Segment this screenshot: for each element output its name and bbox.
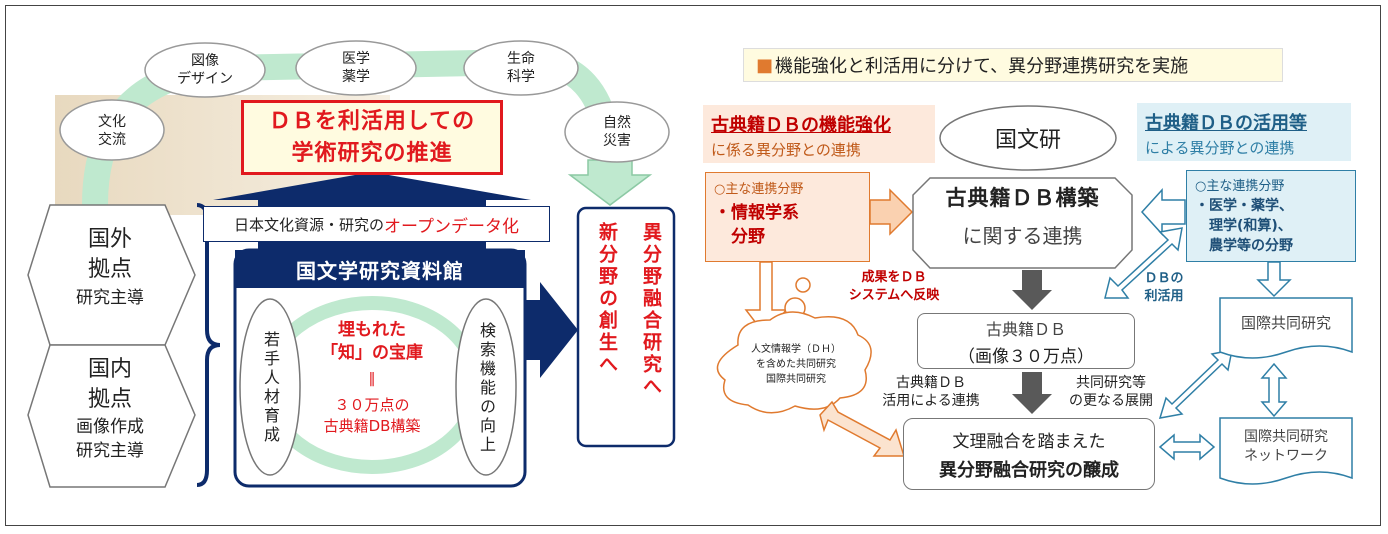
- circle-medicine: [295, 40, 417, 96]
- medicine-fields-box: ○主な連携分野 ・医学・薬学、 理学(和算)、 農学等の分野: [1186, 170, 1356, 262]
- headline-box: ＤＢを利活用しての 学術研究の推進: [241, 100, 503, 175]
- db-box: 古典籍ＤＢ （画像３０万点）: [917, 313, 1135, 369]
- blue-horizontal-double-arrow: [1158, 433, 1216, 461]
- brace: [196, 203, 221, 487]
- circle-culture: [59, 99, 165, 161]
- dh-cloud-label: 人文情報学（ＤＨ） を含めた共同研究 国際共同研究: [751, 343, 841, 385]
- medicine-fields-label: ○主な連携分野: [1195, 179, 1285, 194]
- hex-overseas-line2: 拠点: [87, 257, 132, 282]
- circle-life: [463, 40, 579, 96]
- nijl-label: 国文研: [994, 128, 1061, 153]
- circle-disaster: [564, 101, 670, 163]
- strengthen-sub: に係る異分野との連携: [711, 141, 861, 159]
- db-box-line1: 古典籍ＤＢ: [985, 319, 1066, 339]
- dh-cloud: [716, 311, 872, 414]
- results-col1: 新分野の創生へ: [596, 222, 618, 376]
- db-use-label: ＤＢの 利活用: [1144, 271, 1184, 304]
- right-arrow: [520, 282, 578, 378]
- nijl-oval: [939, 105, 1117, 171]
- open-data-box: 日本文化資源・研究のオープンデータ化: [203, 206, 550, 242]
- banner: ■ 機能強化と利活用に分けて、異分野連携研究を実施: [743, 48, 1283, 82]
- treasure-eq: ‖: [368, 371, 376, 387]
- intl-network-doc: [1219, 417, 1353, 485]
- blue-diagonal-arrow-2: [1158, 349, 1233, 419]
- circle-culture-label: 文化 交流: [98, 114, 126, 148]
- left-oval-label: 若手人材育成: [261, 331, 280, 445]
- thought-bubble-small: [795, 277, 811, 293]
- open-data-highlight: オープンデータ化: [384, 216, 519, 237]
- institute-header: [235, 250, 525, 288]
- db-box-line2: （画像３０万点）: [958, 346, 1094, 367]
- circle-medicine-label: 医学 薬学: [342, 51, 370, 85]
- intl-research-label: 国際共同研究: [1240, 313, 1331, 332]
- db-build-box: [912, 177, 1133, 269]
- hex-domestic-line3: 画像作成 研究主導: [76, 417, 144, 461]
- db-build-text: 古典籍ＤＢ構築 に関する連携: [913, 182, 1132, 249]
- intl-network-label: 国際共同研究 ネットワーク: [1244, 429, 1328, 464]
- orange-right-arrow: [869, 188, 914, 236]
- hex-overseas-line3: 研究主導: [76, 288, 144, 308]
- right-oval: [455, 298, 517, 476]
- strengthen-title: 古典籍ＤＢの機能強化: [711, 115, 891, 136]
- hexagon-domestic: [27, 344, 196, 488]
- db-build-title: 古典籍ＤＢ構築: [945, 186, 1100, 210]
- reflect-label: 成果をＤＢ システムへ反映: [848, 270, 940, 303]
- strengthen-box: 古典籍ＤＢの機能強化 に係る異分野との連携: [703, 105, 935, 163]
- results-col2: 異分野融合研究へ: [640, 222, 662, 398]
- circle-life-label: 生命 科学: [507, 51, 535, 85]
- left-oval: [239, 298, 301, 476]
- banner-text: 機能強化と利活用に分けて、異分野連携研究を実施: [775, 56, 1189, 77]
- gray-arrow-1: [1012, 270, 1052, 310]
- blue-vertical-double-arrow: [1260, 362, 1288, 418]
- gray-arrow-2: [1012, 372, 1052, 414]
- hex-overseas-line1: 国外: [87, 227, 132, 252]
- institute-title: 国文学研究資料館: [296, 258, 464, 283]
- db-linked-label: 古典籍ＤＢ 活用による連携: [882, 375, 980, 409]
- utilize-sub: による異分野との連携: [1145, 139, 1295, 157]
- treasure-sub: ３０万点の 古典籍DB構築: [323, 396, 421, 435]
- fusion-line1: 文理融合を踏まえた: [952, 431, 1106, 452]
- info-fields-label: ○主な連携分野: [714, 182, 804, 197]
- blue-down-arrow: [1256, 261, 1292, 298]
- fusion-box: 文理融合を踏まえた 異分野融合研究の醸成: [903, 418, 1155, 490]
- joint-research-label: 共同研究等 の更なる展開: [1069, 375, 1153, 409]
- results-box: [576, 206, 676, 448]
- hex-domestic-text: 国内 拠点 画像作成 研究主導: [50, 355, 170, 463]
- circle-design-label: 図像 デザイン: [177, 53, 233, 87]
- arc-down-arrow: [567, 159, 653, 206]
- treasure-main: 埋もれた 「知」の宝庫: [321, 320, 423, 363]
- hex-domestic-line2: 拠点: [87, 387, 132, 412]
- blue-left-arrow: [1140, 188, 1186, 236]
- hex-domestic-line1: 国内: [87, 357, 132, 382]
- blue-diagonal-arrow: [1104, 227, 1183, 299]
- utilize-box: 古典籍ＤＢの活用等 による異分野との連携: [1137, 103, 1351, 161]
- open-data-prefix: 日本文化資源・研究の: [234, 215, 385, 234]
- circle-disaster-label: 自然 災害: [603, 115, 631, 149]
- hex-overseas-text: 国外 拠点 研究主導: [50, 225, 170, 311]
- info-fields-value: ・情報学系 分野: [714, 203, 799, 247]
- fusion-line2: 異分野融合研究の醸成: [939, 459, 1119, 481]
- info-fields-box: ○主な連携分野 ・情報学系 分野: [705, 172, 870, 262]
- circle-design: [144, 42, 266, 98]
- intl-research-doc: [1219, 297, 1353, 359]
- db-build-sub: に関する連携: [962, 224, 1083, 248]
- utilize-title: 古典籍ＤＢの活用等: [1145, 113, 1307, 134]
- right-oval-label: 検索機能の向上: [477, 321, 496, 455]
- banner-mark: ■: [756, 54, 774, 76]
- medicine-fields-value: ・医学・薬学、 理学(和算)、 農学等の分野: [1195, 198, 1293, 254]
